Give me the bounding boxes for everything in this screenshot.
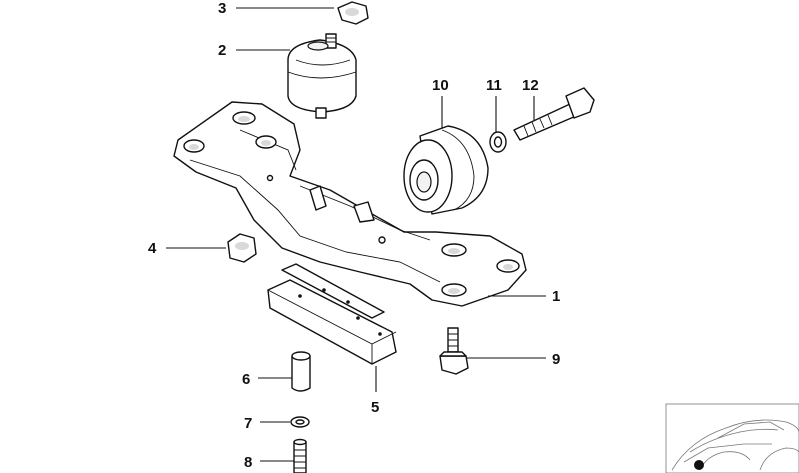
part-10-bushing bbox=[403, 125, 489, 215]
part-2-rubber-mount bbox=[287, 33, 357, 119]
part-11-washer bbox=[489, 131, 507, 153]
part-4-nut bbox=[227, 233, 257, 263]
leader-lines bbox=[166, 7, 546, 462]
part-9-flange-bolt bbox=[439, 327, 469, 375]
callout-10: 10 bbox=[432, 77, 449, 94]
car-location-thumbnail bbox=[665, 403, 799, 473]
callout-8: 8 bbox=[244, 454, 252, 471]
callout-4: 4 bbox=[148, 240, 157, 257]
callout-11: 11 bbox=[486, 77, 502, 94]
callout-12: 12 bbox=[522, 77, 539, 94]
location-marker-dot bbox=[694, 460, 704, 470]
callout-6: 6 bbox=[242, 371, 250, 388]
part-1-crossmember bbox=[173, 101, 527, 307]
part-5-support-bar bbox=[267, 263, 397, 365]
callout-numbers: 3 2 4 10 11 12 1 9 5 6 7 8 bbox=[148, 0, 560, 471]
callout-1: 1 bbox=[552, 288, 560, 305]
callout-3: 3 bbox=[218, 0, 226, 17]
callout-7: 7 bbox=[244, 415, 252, 432]
part-12-bolt bbox=[513, 87, 595, 141]
part-3-nut bbox=[337, 1, 369, 25]
callout-5: 5 bbox=[371, 399, 379, 416]
part-8-stud bbox=[293, 438, 307, 473]
callout-2: 2 bbox=[218, 42, 226, 59]
callout-9: 9 bbox=[552, 351, 560, 368]
part-6-sleeve bbox=[291, 351, 311, 392]
part-7-washer bbox=[290, 416, 310, 428]
